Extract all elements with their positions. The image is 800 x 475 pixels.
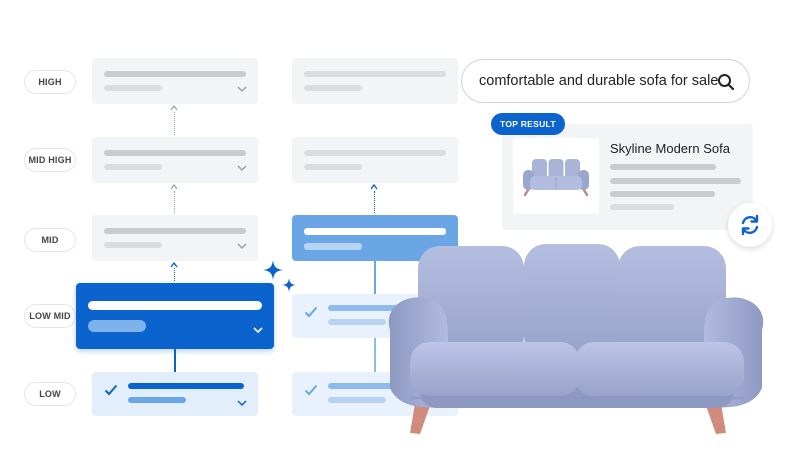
col1-card-mid[interactable]: [92, 215, 258, 261]
level-label-mid-high: MID HIGH: [24, 148, 76, 172]
sofa-image: [388, 244, 764, 434]
chevron-down-icon: [237, 243, 247, 250]
search-query[interactable]: comfortable and durable sofa for sale: [479, 73, 719, 89]
top-result-card[interactable]: Skyline Modern Sofa: [502, 124, 753, 230]
arrow-up-icon: [370, 184, 378, 190]
col1-card-mid-high[interactable]: [92, 137, 258, 183]
search-bar[interactable]: comfortable and durable sofa for sale: [461, 59, 750, 103]
level-label-low: LOW: [24, 382, 76, 406]
chevron-down-icon: [237, 86, 247, 93]
col1-card-low-mid-selected[interactable]: [76, 283, 274, 349]
level-label-low-mid: LOW MID: [24, 304, 76, 328]
col2-card-mid-high[interactable]: [292, 137, 458, 183]
check-icon: [104, 384, 118, 396]
refresh-button[interactable]: [728, 203, 772, 247]
arrow-up-icon: [170, 262, 178, 268]
chevron-down-icon: [237, 400, 247, 407]
level-label-high: HIGH: [24, 70, 76, 94]
chevron-down-icon: [237, 165, 247, 172]
result-title[interactable]: Skyline Modern Sofa: [610, 141, 730, 156]
col1-card-low[interactable]: [92, 372, 258, 416]
chevron-down-icon: [253, 327, 263, 334]
col1-card-high[interactable]: [92, 58, 258, 104]
col2-card-high[interactable]: [292, 58, 458, 104]
search-icon[interactable]: [717, 73, 735, 91]
result-thumbnail: [513, 138, 599, 214]
level-label-mid: MID: [24, 228, 76, 252]
arrow-up-icon: [170, 184, 178, 190]
check-icon: [304, 384, 318, 396]
top-result-badge: TOP RESULT: [491, 113, 565, 135]
sparkle-icon: [263, 260, 296, 292]
col2-card-mid-selected[interactable]: [292, 215, 458, 261]
check-icon: [304, 306, 318, 318]
refresh-icon: [741, 214, 759, 236]
arrow-up-icon: [170, 105, 178, 111]
sofa-thumbnail-image: [523, 159, 589, 196]
